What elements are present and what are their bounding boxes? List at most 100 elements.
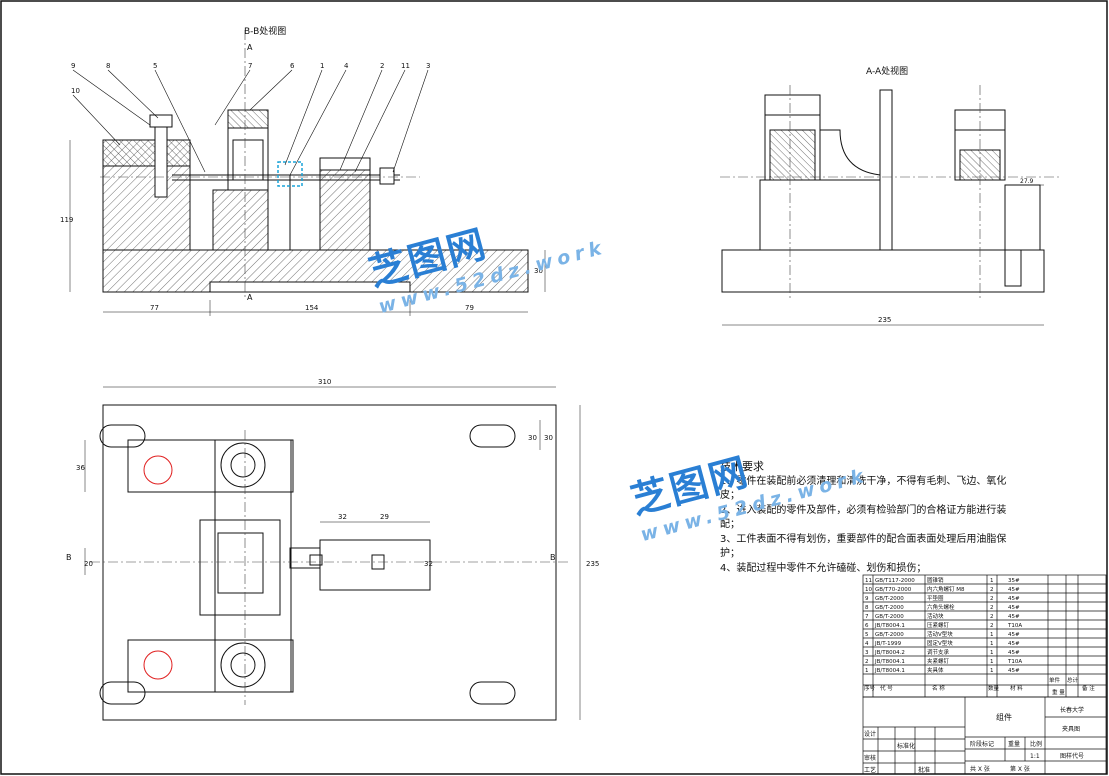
tb-part-name: 组件 — [996, 712, 1012, 722]
dim-154: 154 — [305, 304, 319, 312]
section-b-left: B — [66, 553, 72, 562]
notes-item-2: 2、进入装配的零件及部件，必须有检验部门的合格证方能进行装配； — [720, 504, 1007, 531]
bom-h-name: 名 称 — [932, 684, 945, 692]
tb-weight: 重量 — [1008, 740, 1020, 748]
bom-cell-mat: T10A — [1007, 623, 1022, 629]
callout-5: 5 — [153, 62, 157, 70]
technical-requirements: 技术要求 1、零件在装配前必须清理和清洗干净，不得有毛刺、飞边、氧化皮； 2、进… — [720, 460, 1020, 576]
bom-cell-qty: 1 — [990, 641, 994, 647]
dim-310: 310 — [318, 378, 331, 386]
notes-title: 技术要求 — [720, 460, 764, 473]
bom-cell-no: 11 — [865, 578, 872, 584]
bom-cell-qty: 2 — [990, 614, 994, 620]
bom-h-weight: 重 量 — [1052, 688, 1065, 696]
tb-scale-val: 1:1 — [1030, 753, 1040, 760]
bom-h-unit: 单件 — [1049, 676, 1061, 684]
title-block: 组件 长春大学 夹具图 阶段标记 重量 比例 1:1 图样代号 共 X 张 第 … — [864, 706, 1084, 774]
section-a-top: A — [247, 43, 253, 52]
callout-10: 10 — [71, 87, 80, 95]
bom-h-code: 代 号 — [880, 684, 893, 692]
notes-item-1: 1、零件在装配前必须清理和清洗干净，不得有毛刺、飞边、氧化皮； — [720, 475, 1007, 502]
bom-cell-code: GB/T-2000 — [875, 614, 904, 620]
bom-cell-code: JB/T8004.2 — [874, 650, 905, 656]
bom-header: 序号 代 号 名 称 数量 材 料 单件 总计 重 量 备 注 — [864, 676, 1095, 696]
bom-cell-name: 平垫圈 — [927, 594, 944, 602]
tb-stage: 阶段标记 — [970, 740, 994, 748]
bom-cell-no: 5 — [865, 632, 869, 638]
bom-cell-name: 压紧螺钉 — [927, 621, 950, 629]
bom-cell-name: 夹具体 — [927, 666, 944, 674]
section-b-right: B — [550, 553, 556, 562]
bom-cell-code: GB/T117-2000 — [875, 578, 915, 584]
callout-1: 1 — [320, 62, 324, 70]
callout-11: 11 — [401, 62, 410, 70]
bom-cell-qty: 2 — [990, 623, 994, 629]
callout-8: 8 — [106, 62, 110, 70]
bom-cell-mat: 45# — [1008, 596, 1020, 602]
tb-code: 图样代号 — [1060, 752, 1084, 760]
callout-2: 2 — [380, 62, 384, 70]
callout-9: 9 — [71, 62, 75, 70]
bom-cell-name: 固定V型块 — [927, 639, 953, 647]
tb-scale: 比例 — [1030, 740, 1042, 748]
bom-cell-name: 六角头螺栓 — [927, 603, 955, 611]
bom-cell-qty: 2 — [990, 596, 994, 602]
bb-section-view — [69, 30, 546, 316]
bom-cell-mat: 45# — [1008, 668, 1020, 674]
bom-cell-qty: 1 — [990, 659, 994, 665]
notes-item-3: 3、工件表面不得有划伤，重要部件的配合面表面处理后用油脂保护； — [720, 533, 1007, 560]
dim-32v: 32 — [424, 560, 433, 568]
bom-cell-code: JB/T8004.1 — [874, 623, 905, 629]
callout-6: 6 — [290, 62, 295, 70]
aa-section-view — [720, 85, 1060, 326]
aa-view-title: A-A处视图 — [866, 65, 908, 77]
bom-cell-mat: 45# — [1008, 614, 1020, 620]
bom-cell-code: GB/T-2000 — [875, 605, 904, 611]
dim-plan-235: 235 — [586, 560, 599, 568]
dim-36: 36 — [76, 464, 85, 472]
bom-cell-name: 活动V型块 — [927, 630, 953, 638]
bom-cell-no: 10 — [865, 587, 872, 593]
bom-table — [862, 574, 1107, 775]
bom-cell-qty: 1 — [990, 578, 994, 584]
bom-cell-mat: 45# — [1008, 650, 1020, 656]
bom-h-remark: 备 注 — [1082, 684, 1095, 692]
dim-20: 20 — [84, 560, 93, 568]
bom-cell-name: 活动块 — [927, 612, 944, 620]
bom-cell-no: 1 — [865, 668, 869, 674]
bom-h-mat: 材 料 — [1010, 684, 1023, 692]
bom-cell-code: GB/T-2000 — [875, 596, 904, 602]
bom-cell-mat: T10A — [1007, 659, 1022, 665]
bb-view-title: B-B处视图 — [244, 25, 286, 37]
bom-cell-mat: 45# — [1008, 587, 1020, 593]
bom-cell-mat: 45# — [1008, 641, 1020, 647]
bom-h-no: 序号 — [864, 684, 876, 692]
bom-cell-name: 夹紧螺钉 — [927, 657, 950, 665]
bom-cell-code: GB/T70-2000 — [875, 587, 912, 593]
bom-cell-no: 4 — [865, 641, 869, 647]
callout-7: 7 — [248, 62, 252, 70]
dim-79: 79 — [465, 304, 474, 312]
tb-review: 审核 — [864, 754, 876, 762]
bom-cell-qty: 1 — [990, 632, 994, 638]
bom-cell-qty: 1 — [990, 650, 994, 656]
bom-cell-name: 内六角螺钉 M8 — [927, 585, 965, 593]
bom-cell-no: 9 — [865, 596, 869, 602]
bom-h-total: 总计 — [1067, 676, 1079, 684]
tb-school: 长春大学 — [1060, 706, 1084, 714]
bom-cell-no: 8 — [865, 605, 869, 611]
bom-cell-no: 3 — [865, 650, 869, 656]
bom-cell-name: 圆锥销 — [927, 576, 944, 584]
tb-sheet: 第 X 张 — [1010, 765, 1030, 773]
dim-119: 119 — [60, 216, 73, 224]
notes-item-4: 4、装配过程中零件不允许磕碰、划伤和损伤； — [720, 562, 927, 574]
dim-30a: 30 — [528, 434, 537, 442]
bom-cell-name: 调节支承 — [927, 648, 950, 656]
bom-cell-mat: 45# — [1008, 632, 1020, 638]
dim-aa-235: 235 — [878, 316, 891, 324]
bom-h-qty: 数量 — [988, 684, 1000, 692]
dim-aa-small: 27.9 — [1020, 178, 1034, 185]
